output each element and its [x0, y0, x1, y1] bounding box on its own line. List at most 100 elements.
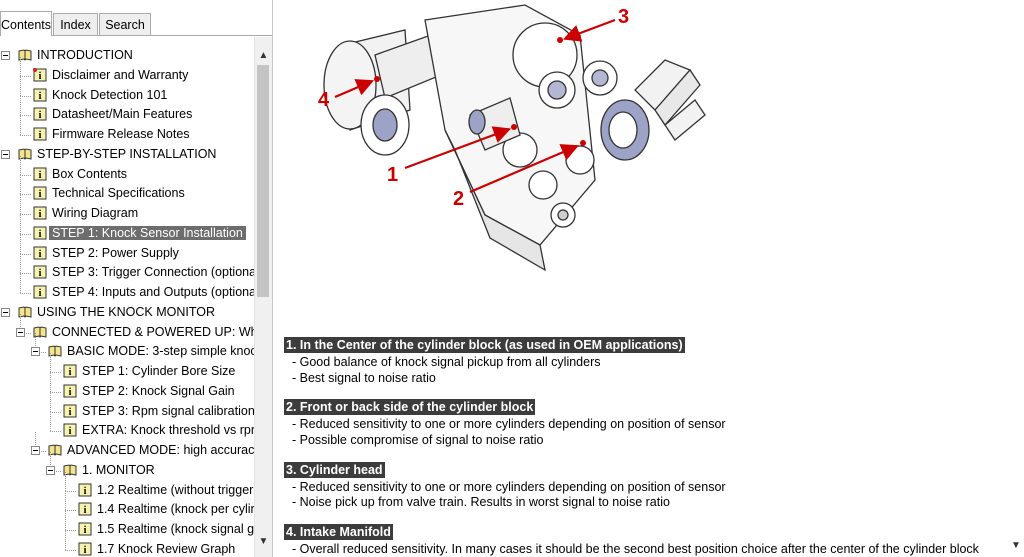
callout-arrow-2: [469, 144, 580, 194]
tree-connector: [20, 273, 31, 274]
tree-item-label: Knock Detection 101: [52, 88, 168, 102]
location-dot-3: [557, 37, 563, 43]
scroll-thumb[interactable]: [257, 65, 269, 297]
collapse-toggle-icon[interactable]: [1, 308, 10, 317]
tree-connector: [20, 293, 31, 294]
tab-index[interactable]: Index: [53, 13, 98, 35]
svg-text:i: i: [39, 71, 42, 82]
info-page-icon: i: [78, 522, 92, 536]
tab-search[interactable]: Search: [99, 13, 151, 35]
book-icon: [18, 305, 32, 319]
tree-connector: [20, 333, 31, 334]
tree-book-item[interactable]: STEP-BY-STEP INSTALLATION: [18, 145, 219, 164]
tree-book-item[interactable]: INTRODUCTION: [18, 46, 136, 65]
svg-text:i: i: [39, 110, 42, 121]
info-page-new-icon: i: [33, 68, 47, 82]
callout-label-4: 4: [318, 89, 330, 111]
tab-contents[interactable]: Contents: [0, 11, 52, 36]
tree-topic-item[interactable]: i Knock Detection 101: [33, 86, 170, 105]
book-icon: [63, 463, 77, 477]
collapse-toggle-icon[interactable]: [16, 328, 25, 337]
tree-book-item[interactable]: 1. MONITOR: [63, 461, 158, 480]
tree-connector: [20, 77, 21, 96]
info-page-icon: i: [33, 246, 47, 260]
tree-item-label: Disclaimer and Warranty: [52, 68, 189, 82]
tree-topic-item[interactable]: i STEP 2: Power Supply: [33, 244, 182, 263]
tree-book-item[interactable]: USING THE KNOCK MONITOR: [18, 303, 218, 322]
tree-connector: [50, 412, 61, 413]
scroll-up-arrow-icon[interactable]: ▲: [258, 50, 269, 61]
callout-label-2: 2: [453, 188, 464, 210]
tree-topic-item[interactable]: i STEP 1: Cylinder Bore Size: [63, 362, 238, 381]
info-page-icon: i: [63, 364, 77, 378]
svg-text:i: i: [69, 387, 72, 398]
tree-topic-item[interactable]: i Disclaimer and Warranty: [33, 66, 191, 85]
tree-item-label: 1.7 Knock Review Graph: [97, 542, 236, 556]
tree-connector: [20, 96, 21, 115]
content-scroll-down-arrow-icon[interactable]: ▼: [1011, 540, 1021, 551]
info-page-icon: i: [63, 404, 77, 418]
tree-connector: [65, 550, 76, 551]
info-page-icon: i: [33, 88, 47, 102]
collapse-toggle-icon[interactable]: [31, 446, 40, 455]
tree-scrollbar[interactable]: ▲ ▼: [254, 37, 272, 557]
tree-connector: [20, 235, 21, 254]
tree-item-label: BASIC MODE: 3-step simple knoc: [67, 344, 254, 358]
nav-tabs: Contents Index Search: [0, 0, 272, 36]
tree-connector: [50, 373, 51, 392]
book-icon: [33, 325, 47, 339]
tree-connector: [65, 530, 76, 531]
tree-connector: [20, 254, 21, 273]
tree-item-label: STEP 2: Power Supply: [52, 246, 179, 260]
help-navigation-pane: Contents Index Search INTRODUCTION i Discl…: [0, 0, 273, 557]
tree-connector: [50, 353, 51, 372]
collapse-toggle-icon[interactable]: [1, 150, 10, 159]
tree-item-label: STEP 1: Cylinder Bore Size: [82, 364, 236, 378]
collapse-toggle-icon[interactable]: [31, 347, 40, 356]
info-page-icon: i: [33, 285, 47, 299]
collapse-toggle-icon[interactable]: [1, 51, 10, 60]
tree-connector: [20, 175, 31, 176]
tree-item-label: Firmware Release Notes: [52, 127, 190, 141]
tree-connector: [20, 194, 31, 195]
info-page-icon: i: [63, 384, 77, 398]
collapse-toggle-icon[interactable]: [46, 466, 55, 475]
tree-item-label: USING THE KNOCK MONITOR: [37, 305, 216, 319]
content-scrollbar[interactable]: ▼: [1008, 0, 1024, 557]
tree-item-label: 1.5 Realtime (knock signal g: [97, 522, 254, 536]
tree-item-label: ADVANCED MODE: high accurac: [67, 443, 254, 457]
tree-book-item[interactable]: CONNECTED & POWERED UP: Wh: [33, 323, 254, 342]
tree-book-item[interactable]: BASIC MODE: 3-step simple knoc: [48, 342, 254, 361]
tree-connector: [20, 234, 31, 235]
book-icon: [48, 344, 62, 358]
tree-item-label: Box Contents: [52, 167, 128, 181]
tree-item-label: EXTRA: Knock threshold vs rpr: [82, 423, 254, 437]
tree-connector: [65, 531, 66, 550]
tree-book-item[interactable]: ADVANCED MODE: high accurac: [48, 441, 254, 460]
tree-connector: [50, 372, 61, 373]
svg-text:i: i: [39, 189, 42, 200]
tree-topic-item[interactable]: i Box Contents: [33, 165, 130, 184]
section-3-title: 3. Cylinder head: [284, 462, 385, 478]
svg-text:i: i: [84, 486, 87, 497]
svg-text:i: i: [39, 170, 42, 181]
section-2-line-2: - Possible compromise of signal to noise…: [292, 433, 544, 447]
scroll-down-arrow-icon[interactable]: ▼: [258, 536, 269, 547]
tree-topic-item[interactable]: i 1.5 Realtime (knock signal g: [78, 520, 254, 539]
tree-connector: [20, 116, 21, 135]
book-icon: [18, 147, 32, 161]
tree-connector: [50, 412, 51, 431]
